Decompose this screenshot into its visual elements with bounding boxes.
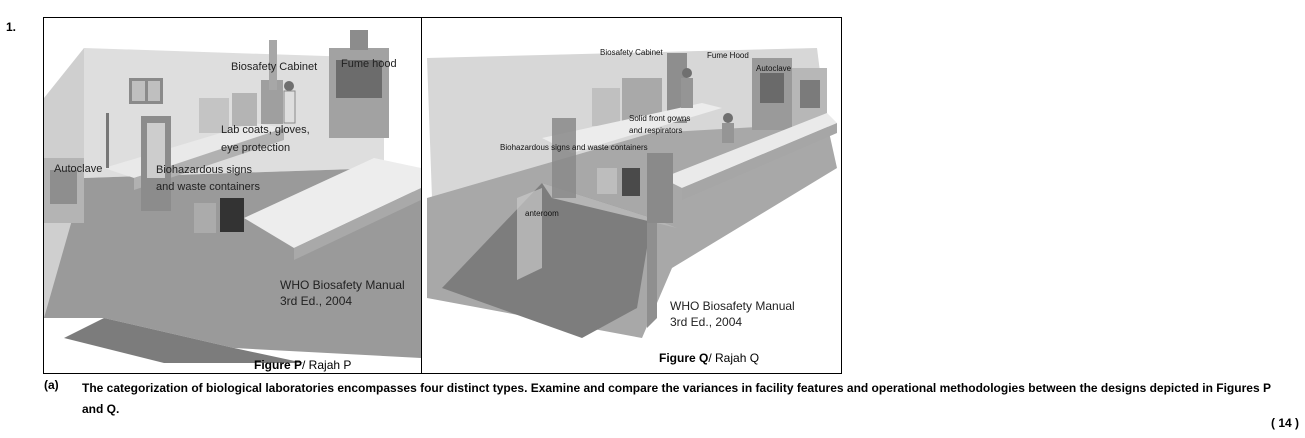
label-q-autoclave: Autoclave xyxy=(756,64,792,73)
credit-q-line2: 3rd Ed., 2004 xyxy=(670,315,743,330)
credit-q-line1: WHO Biosafety Manual xyxy=(670,299,795,313)
label-lab-coats-line2: eye protection xyxy=(221,142,291,154)
figure-divider xyxy=(421,18,422,373)
label-q-anteroom: anteroom xyxy=(525,209,559,218)
label-biohazard-line2: and waste containers xyxy=(156,181,260,193)
figure-q-caption-bold: Figure Q xyxy=(659,351,709,365)
label-q-fume-hood: Fume Hood xyxy=(707,51,749,60)
figure-p-caption-rest: / Rajah P xyxy=(302,358,352,372)
label-q-biosafety-cabinet: Biosafety Cabinet xyxy=(600,48,663,57)
part-label: (a) xyxy=(44,378,59,392)
figure-frame: Biosafety Cabinet Fume hood Lab coats, g… xyxy=(43,17,842,374)
figure-q-caption: Figure Q/ Rajah Q xyxy=(659,351,759,365)
credit-q: WHO Biosafety Manual 3rd Ed., 2004 xyxy=(670,298,795,330)
label-biohazard-line1: Biohazardous signs xyxy=(156,164,253,176)
figure-q-caption-rest: / Rajah Q xyxy=(708,351,760,365)
question-text: The categorization of biological laborat… xyxy=(82,381,1271,416)
figure-p-caption-bold: Figure P xyxy=(254,358,303,372)
figure-q-panel: Biosafety Cabinet Fume Hood Autoclave So… xyxy=(422,18,841,373)
label-autoclave: Autoclave xyxy=(54,163,103,175)
label-lab-coats-line1: Lab coats, gloves, xyxy=(221,124,310,136)
figure-p-caption: Figure P/ Rajah P xyxy=(254,358,351,372)
label-q-solid-front-line2: and respirators xyxy=(629,126,683,135)
figure-q-illustration xyxy=(427,48,837,338)
label-q-biohazard: Biohazardous signs and waste containers xyxy=(500,143,648,152)
credit-p: WHO Biosafety Manual 3rd Ed., 2004 xyxy=(280,277,405,309)
label-biosafety-cabinet: Biosafety Cabinet xyxy=(231,61,318,73)
label-q-solid-front-line1: Solid front gowns xyxy=(629,114,691,123)
label-fume-hood: Fume hood xyxy=(341,58,397,70)
question-number: 1. xyxy=(6,20,17,34)
figure-p-illustration xyxy=(44,30,421,363)
figure-p-panel: Biosafety Cabinet Fume hood Lab coats, g… xyxy=(44,18,421,373)
credit-p-line2: 3rd Ed., 2004 xyxy=(280,294,353,309)
credit-p-line1: WHO Biosafety Manual xyxy=(280,278,405,292)
marks: ( 14 ) xyxy=(1270,416,1299,430)
